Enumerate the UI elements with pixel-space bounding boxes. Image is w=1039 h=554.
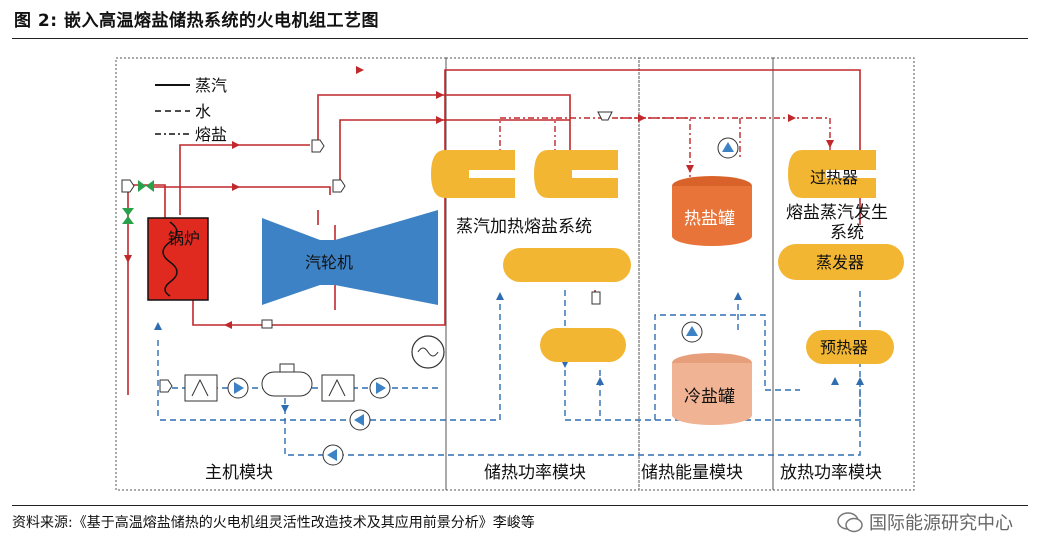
steam-arrows [124,66,444,329]
valve-icon-1 [121,179,135,193]
heater-icon-2 [321,374,355,402]
salt-steam-gen-label-2: 系统 [830,223,864,243]
source-note: 资料来源:《基于高温熔盐储热的火电机组灵活性改造技术及其应用前景分析》李峻等 [12,515,535,531]
valve-icon-2 [159,379,173,393]
turbine-hp [262,218,320,305]
valve-icon-4 [332,179,346,193]
salt-lines [499,117,831,178]
legend-salt: 熔盐 [195,125,227,144]
salt-subcooler [540,328,626,362]
turbine-lp [335,210,438,305]
water-arrows [154,292,864,413]
green-valve-icon-2 [122,208,134,224]
water-lines [157,290,861,456]
heater-icon-1 [184,374,218,402]
chat-bubble-icon [837,512,863,533]
pumps [227,137,739,466]
valve-icon-5 [261,319,273,329]
preheater [806,330,894,364]
bottom-rule [12,505,1028,506]
deaerator-icon [261,371,313,397]
module-label-storage-power: 储热功率模块 [484,463,586,483]
evaporator-label: 蒸发器 [816,253,864,272]
boiler-coil-icon [162,221,178,297]
salt-condenser [503,248,631,282]
module-box-storage-energy [638,57,774,491]
hot-tank-label: 热盐罐 [684,209,735,229]
valves [121,111,613,393]
superheater [788,150,876,198]
top-rule [12,38,1028,39]
salt-arrows [638,114,834,173]
salt-heater-2 [534,150,618,198]
valve-icon-3 [311,139,325,153]
condenser-coil [417,347,439,357]
preheater-label: 预热器 [820,338,868,357]
boiler-label: 锅炉 [168,229,200,248]
salt-heater-1 [431,150,515,198]
module-label-release-power: 放热功率模块 [780,463,882,483]
superheater-label: 过热器 [810,168,858,187]
boiler [147,217,209,301]
valve-icon-6 [597,111,613,121]
salt-steam-gen-label: 熔盐蒸汽发生 [786,203,888,223]
storage-system-label: 蒸汽加热熔盐系统 [456,217,592,237]
cold-tank-label: 冷盐罐 [684,387,735,407]
legend-water: 水 [195,102,211,121]
valve-icon-7 [591,291,601,305]
watermark: 国际能源研究中心 [837,509,1013,535]
figure-title: 图 2: 嵌入高温熔盐储热系统的火电机组工艺图 [14,11,379,31]
legend-steam: 蒸汽 [195,76,227,95]
watermark-text: 国际能源研究中心 [869,513,1013,534]
module-label-main: 主机模块 [205,463,273,483]
evaporator [778,244,904,280]
module-box-release-power [772,57,915,491]
turbine-shaft [318,240,338,285]
turbine-label: 汽轮机 [305,253,353,272]
module-label-storage-energy: 储热能量模块 [641,463,743,483]
green-valve-icon [138,180,154,192]
